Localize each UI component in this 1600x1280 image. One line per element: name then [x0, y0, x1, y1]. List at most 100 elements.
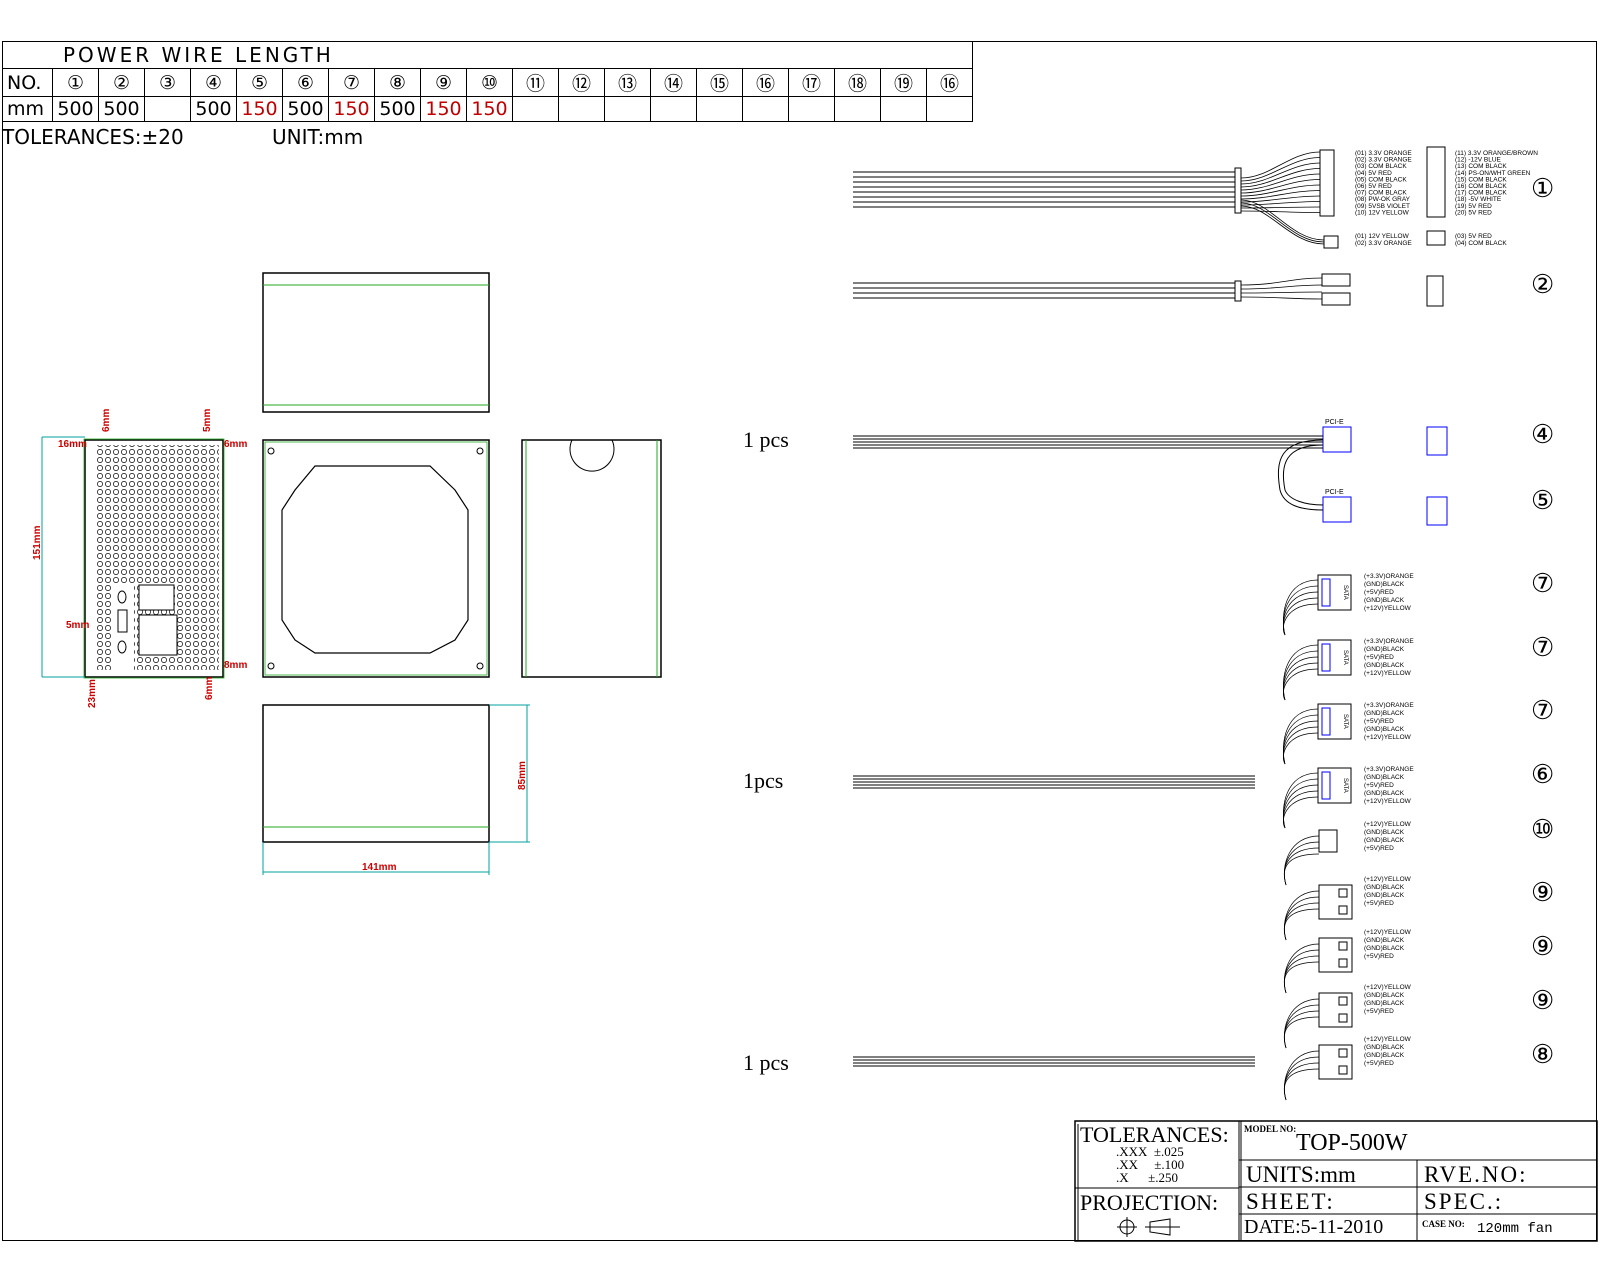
molex-pin-2-1: (+12V)YELLOW	[1364, 876, 1412, 883]
molex-pin-3-4: (+5V)RED	[1364, 953, 1394, 960]
sata-pin-2-1: (+3.3V)ORANGE	[1364, 638, 1414, 645]
atx-connector	[1319, 149, 1335, 217]
dim-5b: 5mm	[66, 620, 89, 631]
sata-pin-2-2: (GND)BLACK	[1364, 646, 1405, 653]
atx-pin-right-8: (18) -5V WHITE	[1455, 196, 1502, 203]
tol-val-3: ±.250	[1148, 1170, 1179, 1185]
tol-key-1: .XXX	[1116, 1144, 1148, 1159]
wire-number-15: ⑮	[696, 68, 743, 97]
wire-length-17	[788, 96, 835, 122]
sata-pin-4-1: (+3.3V)ORANGE	[1364, 766, 1414, 773]
pcs-label-1: 1 pcs	[743, 427, 789, 452]
molex-pin-4-1: (+12V)YELLOW	[1364, 984, 1412, 991]
molex-pin-4-2: (GND)BLACK	[1364, 992, 1405, 999]
tolerances-note: TOLERANCES:±20	[2, 125, 184, 149]
cable-sata	[1282, 574, 1352, 829]
dim-height: 151mm	[32, 525, 43, 560]
p4-pin-3: (03) 5V RED	[1455, 233, 1492, 240]
tb-units: UNITS:mm	[1246, 1162, 1356, 1187]
sata-label-3: SATA	[1342, 714, 1348, 729]
molex-pin-2-3: (GND)BLACK	[1364, 892, 1405, 899]
tb-projection-label: PROJECTION:	[1080, 1190, 1219, 1215]
wire-length-5: 150	[236, 96, 283, 122]
p4-pin-1: (01) 12V YELLOW	[1355, 233, 1410, 240]
molex-pin-4-4: (+5V)RED	[1364, 1008, 1394, 1015]
wire-number-3: ③	[144, 68, 191, 97]
atx-pin-right-2: (12) -12V BLUE	[1455, 157, 1502, 164]
molex-pin-5-1: (+12V)YELLOW	[1364, 1036, 1412, 1043]
atx-pin-right-9: (19) 5V RED	[1455, 203, 1492, 210]
molex-pin-3-3: (GND)BLACK	[1364, 945, 1405, 952]
tb-spec: SPEC.:	[1424, 1189, 1504, 1214]
wire-number-10: ⑩	[466, 68, 513, 97]
cable-molex	[1284, 829, 1353, 1101]
atx-pin-left-6: (06) 5V RED	[1355, 183, 1392, 190]
dim-16: 16mm	[58, 439, 87, 450]
sata-pin-3-4: (GND)BLACK	[1364, 726, 1405, 733]
sata-pin-3-5: (+12V)YELLOW	[1364, 734, 1412, 741]
sata-pin-4-2: (GND)BLACK	[1364, 774, 1405, 781]
ac-inlet	[138, 614, 178, 656]
sata-label-1: SATA	[1342, 585, 1348, 600]
sata-pin-2-5: (+12V)YELLOW	[1364, 670, 1412, 677]
tb-tolerances-label: TOLERANCES:	[1080, 1122, 1229, 1147]
connector-number-9: ⑩	[1531, 814, 1554, 844]
tb-sheet: SHEET:	[1246, 1189, 1335, 1214]
tb-model: TOP-500W	[1296, 1130, 1408, 1156]
dim-depth: 85mm	[517, 761, 528, 790]
wire-number-9: ⑨	[420, 68, 467, 97]
molex-pin-2-4: (+5V)RED	[1364, 900, 1394, 907]
molex-pin-1-4: (+5V)RED	[1364, 845, 1394, 852]
sata-pin-1-2: (GND)BLACK	[1364, 581, 1405, 588]
atx-pin-left-10: (10) 12V YELLOW	[1355, 209, 1410, 216]
wire-length-16	[742, 96, 789, 122]
molex-pin-2-2: (GND)BLACK	[1364, 884, 1405, 891]
molex-pin-5-2: (GND)BLACK	[1364, 1044, 1405, 1051]
dim-23: 23mm	[87, 679, 98, 708]
atx-pin-right-7: (17) COM BLACK	[1455, 190, 1507, 197]
tol-val-2: ±.100	[1154, 1157, 1185, 1172]
wire-length-20	[926, 96, 973, 122]
p4-pin-2: (02) 3.3V ORANGE	[1355, 240, 1412, 247]
tb-case-label: CASE NO:	[1422, 1219, 1465, 1229]
wire-length-10: 150	[466, 96, 513, 122]
connector-number-10: ⑨	[1531, 877, 1554, 907]
dim-6a: 6mm	[101, 409, 112, 432]
dim-5: 5mm	[202, 409, 213, 432]
psu-top-view	[262, 272, 490, 413]
sata-pin-1-1: (+3.3V)ORANGE	[1364, 573, 1414, 580]
cable-atx	[1234, 149, 1339, 249]
connector-number-2: ②	[1531, 269, 1554, 299]
psu-fan-view	[262, 439, 490, 678]
connector-number-7: ⑦	[1531, 695, 1554, 725]
pcie-label-1: PCI-E	[1325, 419, 1344, 426]
wire-number-16: ⑯	[742, 68, 789, 97]
connector-number-8: ⑥	[1531, 759, 1554, 789]
connector-number-5: ⑦	[1531, 568, 1554, 598]
sata-label-4: SATA	[1342, 778, 1348, 793]
molex-pin-3-2: (GND)BLACK	[1364, 937, 1405, 944]
atx-pin-left-2: (02) 3.3V ORANGE	[1355, 157, 1412, 164]
molex-pin-1-2: (GND)BLACK	[1364, 829, 1405, 836]
molex-pin-3-1: (+12V)YELLOW	[1364, 929, 1412, 936]
atx-pin-left-9: (09) 5VSB VIOLET	[1355, 203, 1410, 210]
wire-length-12	[558, 96, 605, 122]
wire-number-12: ⑫	[558, 68, 605, 97]
sata-pin-4-3: (+5V)RED	[1364, 782, 1394, 789]
wire-length-13	[604, 96, 651, 122]
sata-pin-4-4: (GND)BLACK	[1364, 790, 1405, 797]
sata-pin-3-1: (+3.3V)ORANGE	[1364, 702, 1414, 709]
atx-pin-left-5: (05) COM BLACK	[1355, 176, 1407, 183]
wire-length-4: 500	[190, 96, 237, 122]
sata-label-2: SATA	[1342, 650, 1348, 665]
wire-number-8: ⑧	[374, 68, 421, 97]
wire-number-20: ⑯	[926, 68, 973, 97]
pcs-label-2: 1pcs	[743, 768, 784, 793]
tb-date: DATE:5-11-2010	[1244, 1216, 1384, 1238]
sata-pin-1-4: (GND)BLACK	[1364, 597, 1405, 604]
tol-val-1: ±.025	[1153, 1144, 1184, 1159]
atx-pin-left-8: (08) PW-OK GRAY	[1355, 196, 1411, 203]
atx-pin-left-3: (03) COM BLACK	[1355, 163, 1407, 170]
